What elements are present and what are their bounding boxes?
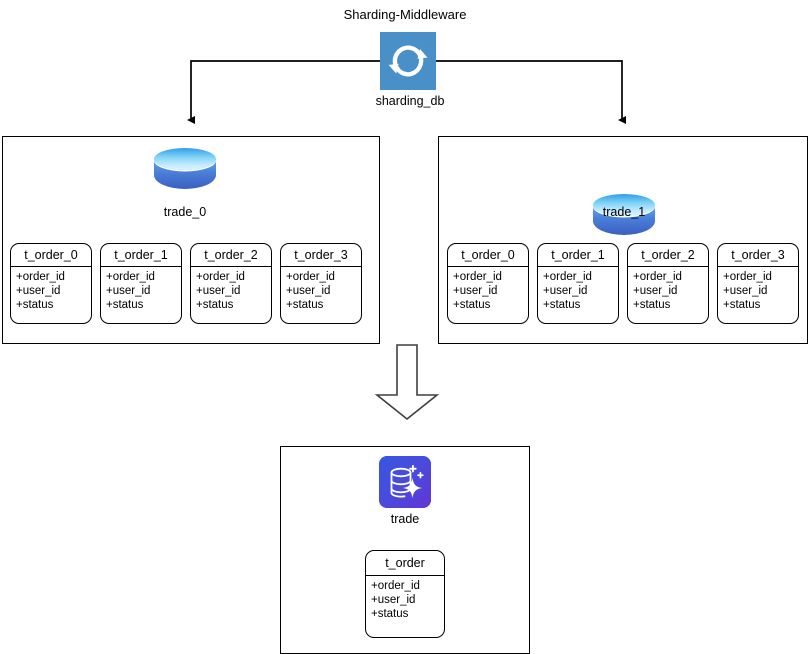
table-column: +user_id [196, 285, 241, 297]
cylinder-top [593, 194, 655, 216]
table-columns: +order_id +user_id +status [11, 267, 91, 312]
table-column: +order_id [196, 271, 245, 283]
table-column: +status [633, 299, 671, 311]
table-column: +order_id [371, 580, 420, 592]
database-cylinder-icon [154, 148, 216, 194]
table-column: +order_id [16, 271, 65, 283]
table-column: +user_id [453, 285, 498, 297]
table-column: +user_id [723, 285, 768, 297]
sync-refresh-icon [380, 32, 436, 90]
table-columns: +order_id +user_id +status [448, 267, 528, 312]
table-name: t_order_3 [718, 244, 798, 267]
table-box: t_order_2 +order_id +user_id +status [190, 243, 272, 324]
table-column: +status [723, 299, 761, 311]
table-box: t_order_1 +order_id +user_id +status [537, 243, 619, 324]
table-column: +order_id [543, 271, 592, 283]
logical-database-label: trade [390, 512, 420, 526]
connector-middleware-to-trade-0 [187, 60, 380, 124]
table-column: +order_id [723, 271, 772, 283]
table-box: t_order_3 +order_id +user_id +status [280, 243, 362, 324]
table-column: +status [106, 299, 144, 311]
table-column: +user_id [371, 594, 416, 606]
table-columns: +order_id +user_id +status [101, 267, 181, 312]
diagram-title: Sharding-Middleware [343, 7, 467, 22]
table-name: t_order_2 [191, 244, 271, 267]
table-column: +status [286, 299, 324, 311]
sharding-db-label: sharding_db [375, 94, 445, 108]
table-box-logical: t_order +order_id +user_id +status [365, 550, 445, 638]
table-column: +user_id [633, 285, 678, 297]
table-column: +status [543, 299, 581, 311]
connector-middleware-to-trade-1 [436, 60, 626, 124]
table-box: t_order_3 +order_id +user_id +status [717, 243, 799, 324]
table-column: +order_id [106, 271, 155, 283]
table-column: +order_id [453, 271, 502, 283]
table-column: +order_id [286, 271, 335, 283]
table-box: t_order_0 +order_id +user_id +status [10, 243, 92, 324]
table-name: t_order [366, 551, 444, 576]
database-sparkle-icon [379, 456, 431, 508]
table-name: t_order_1 [101, 244, 181, 267]
table-column: +user_id [286, 285, 331, 297]
shard-label-trade-1: trade_1 [602, 205, 646, 219]
table-name: t_order_2 [628, 244, 708, 267]
table-column: +user_id [16, 285, 61, 297]
shard-label-trade-0: trade_0 [163, 205, 207, 219]
table-name: t_order_3 [281, 244, 361, 267]
table-column: +status [16, 299, 54, 311]
table-column: +order_id [633, 271, 682, 283]
merge-hollow-arrow [374, 344, 440, 421]
logical-database-node [379, 456, 431, 508]
table-box: t_order_2 +order_id +user_id +status [627, 243, 709, 324]
database-cylinder-icon [593, 194, 655, 240]
table-name: t_order_0 [11, 244, 91, 267]
table-columns: +order_id +user_id +status [538, 267, 618, 312]
table-column: +user_id [543, 285, 588, 297]
table-column: +status [371, 608, 409, 620]
cylinder-top [154, 148, 216, 170]
table-column: +status [196, 299, 234, 311]
table-column: +status [453, 299, 491, 311]
table-box: t_order_0 +order_id +user_id +status [447, 243, 529, 324]
table-name: t_order_1 [538, 244, 618, 267]
table-box: t_order_1 +order_id +user_id +status [100, 243, 182, 324]
table-columns: +order_id +user_id +status [718, 267, 798, 312]
table-columns: +order_id +user_id +status [366, 576, 444, 621]
table-column: +user_id [106, 285, 151, 297]
table-name: t_order_0 [448, 244, 528, 267]
table-columns: +order_id +user_id +status [281, 267, 361, 312]
table-columns: +order_id +user_id +status [191, 267, 271, 312]
sharding-middleware-node [380, 32, 436, 90]
table-columns: +order_id +user_id +status [628, 267, 708, 312]
